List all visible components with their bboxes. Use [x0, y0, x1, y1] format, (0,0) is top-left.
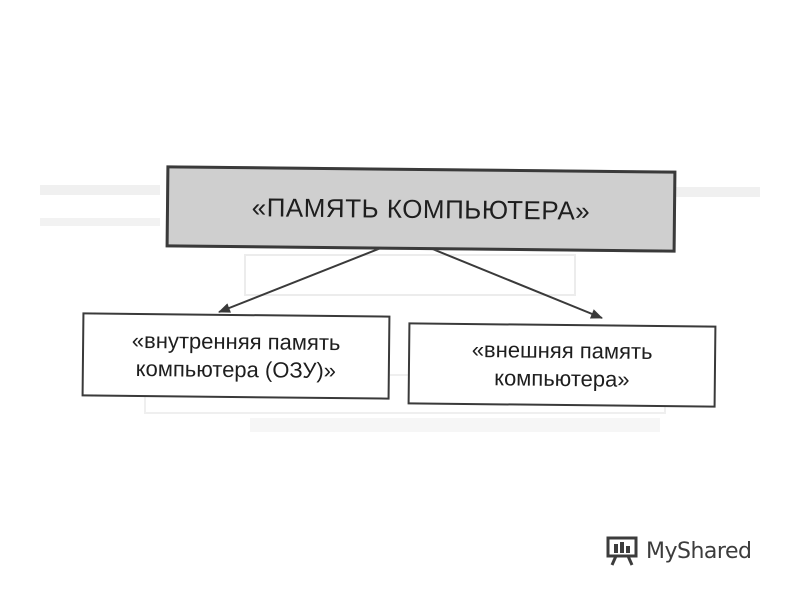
arrow-to-external-memory: [429, 247, 603, 319]
child-node-external-memory: «внешняя память компьютера»: [407, 322, 717, 408]
child-node-label: «внутренняя память компьютера (ОЗУ)»: [131, 327, 341, 384]
child-node-internal-memory: «внутренняя память компьютера (ОЗУ)»: [81, 312, 391, 400]
root-node: «ПАМЯТЬ КОМПЬЮТЕРА»: [165, 165, 677, 253]
root-node-label: «ПАМЯТЬ КОМПЬЮТЕРА»: [251, 191, 591, 226]
arrow-to-internal-memory: [218, 245, 387, 313]
child-node-label: «внешняя память компьютера»: [471, 337, 653, 392]
presentation-board-icon: [606, 536, 638, 566]
watermark-text: MyShared: [646, 538, 752, 564]
watermark-logo: MyShared: [606, 536, 752, 566]
